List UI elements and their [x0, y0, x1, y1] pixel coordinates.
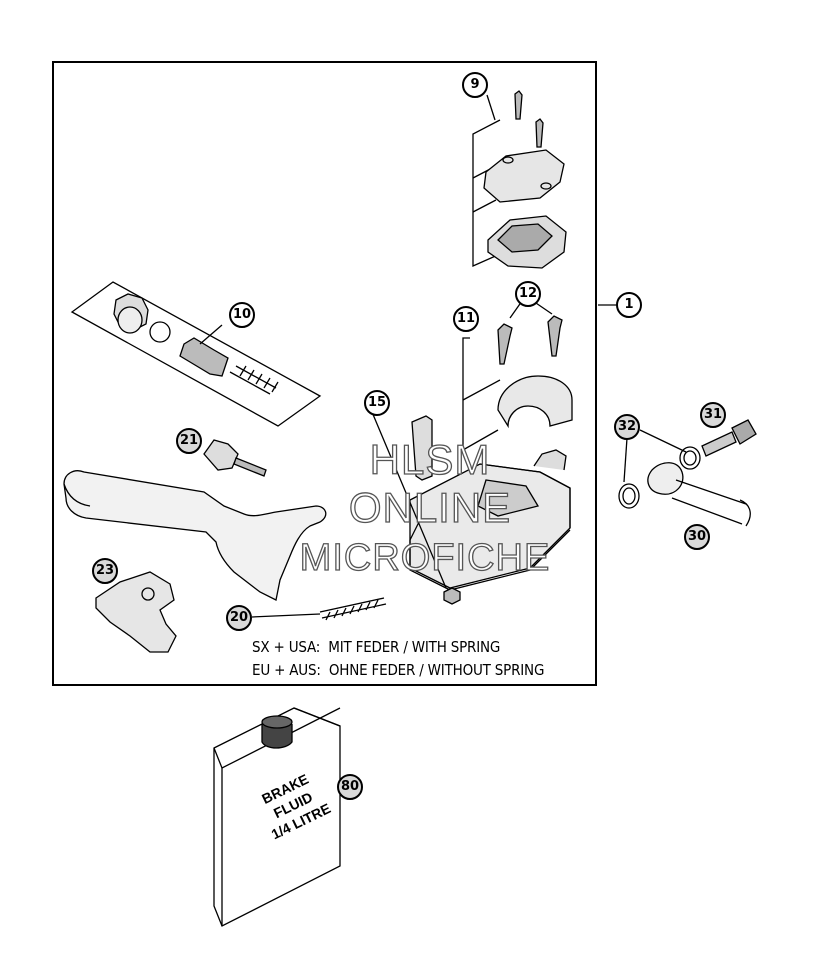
clamp-assembly	[462, 300, 573, 452]
callout-32: 32	[614, 414, 640, 440]
note-without-spring: EU + AUS: OHNE FEDER / WITHOUT SPRING	[252, 661, 545, 679]
callout-20: 20	[226, 605, 252, 631]
reservoir-cover-assembly	[472, 90, 567, 269]
lever-adjuster	[203, 439, 267, 477]
note-with-spring: SX + USA: MIT FEDER / WITH SPRING	[252, 638, 501, 656]
assembly-frame	[52, 61, 597, 686]
callout-23: 23	[92, 558, 118, 584]
lever-spring	[251, 597, 387, 621]
callout-30: 30	[684, 524, 710, 550]
callout-15: 15	[364, 390, 390, 416]
callout-9: 9	[462, 72, 488, 98]
watermark-line-2: ONLINE	[348, 484, 512, 531]
brake-hose-fittings	[618, 419, 757, 527]
watermark-line-1: HLSM	[369, 436, 491, 483]
callout-10: 10	[229, 302, 255, 328]
watermark-line-3: MICROFICHE	[299, 537, 551, 579]
brake-lever	[63, 470, 327, 601]
callout-80: 80	[337, 774, 363, 800]
callout-31: 31	[700, 402, 726, 428]
lever-bracket	[95, 571, 177, 653]
piston-kit	[70, 281, 322, 427]
brake-fluid-can	[213, 707, 341, 927]
callout-21: 21	[176, 428, 202, 454]
master-cylinder-body	[371, 411, 571, 605]
callout-12: 12	[515, 281, 541, 307]
callout-1: 1	[616, 292, 642, 318]
callout-11: 11	[453, 306, 479, 332]
